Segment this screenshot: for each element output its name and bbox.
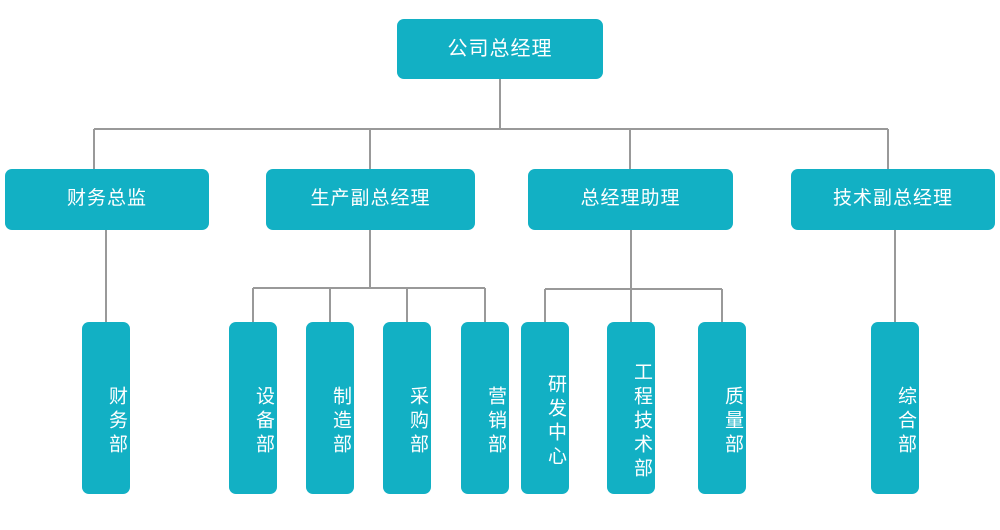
- node-dept-finance-label: 财务部: [106, 386, 127, 458]
- node-dept-engineering[interactable]: 工程技术部: [607, 322, 655, 494]
- node-cfo-label: 财务总监: [66, 188, 147, 210]
- node-dept-manufacture[interactable]: 制造部: [306, 322, 354, 494]
- node-dept-quality-label: 质量部: [722, 386, 743, 458]
- node-dept-engineering-label: 工程技术部: [631, 362, 652, 482]
- node-vp-tech[interactable]: 技术副总经理: [791, 169, 995, 230]
- node-dept-general-label: 综合部: [895, 386, 916, 458]
- node-dept-quality[interactable]: 质量部: [698, 322, 746, 494]
- node-root-general-manager-label: 公司总经理: [447, 38, 553, 60]
- node-dept-finance[interactable]: 财务部: [82, 322, 130, 494]
- node-gm-asst-label: 总经理助理: [580, 188, 681, 210]
- node-dept-manufacture-label: 制造部: [330, 386, 351, 458]
- node-root-general-manager[interactable]: 公司总经理: [397, 19, 603, 79]
- node-dept-rnd[interactable]: 研发中心: [521, 322, 569, 494]
- node-dept-general[interactable]: 综合部: [871, 322, 919, 494]
- node-dept-rnd-label: 研发中心: [545, 374, 566, 470]
- node-cfo[interactable]: 财务总监: [5, 169, 209, 230]
- node-dept-purchase-label: 采购部: [407, 386, 428, 458]
- node-dept-equipment-label: 设备部: [253, 386, 274, 458]
- node-vp-tech-label: 技术副总经理: [832, 188, 953, 210]
- node-dept-marketing-label: 营销部: [485, 386, 506, 458]
- node-vp-prod[interactable]: 生产副总经理: [266, 169, 475, 230]
- node-dept-equipment[interactable]: 设备部: [229, 322, 277, 494]
- node-vp-prod-label: 生产副总经理: [310, 188, 431, 210]
- node-gm-asst[interactable]: 总经理助理: [528, 169, 733, 230]
- node-dept-purchase[interactable]: 采购部: [383, 322, 431, 494]
- node-dept-marketing[interactable]: 营销部: [461, 322, 509, 494]
